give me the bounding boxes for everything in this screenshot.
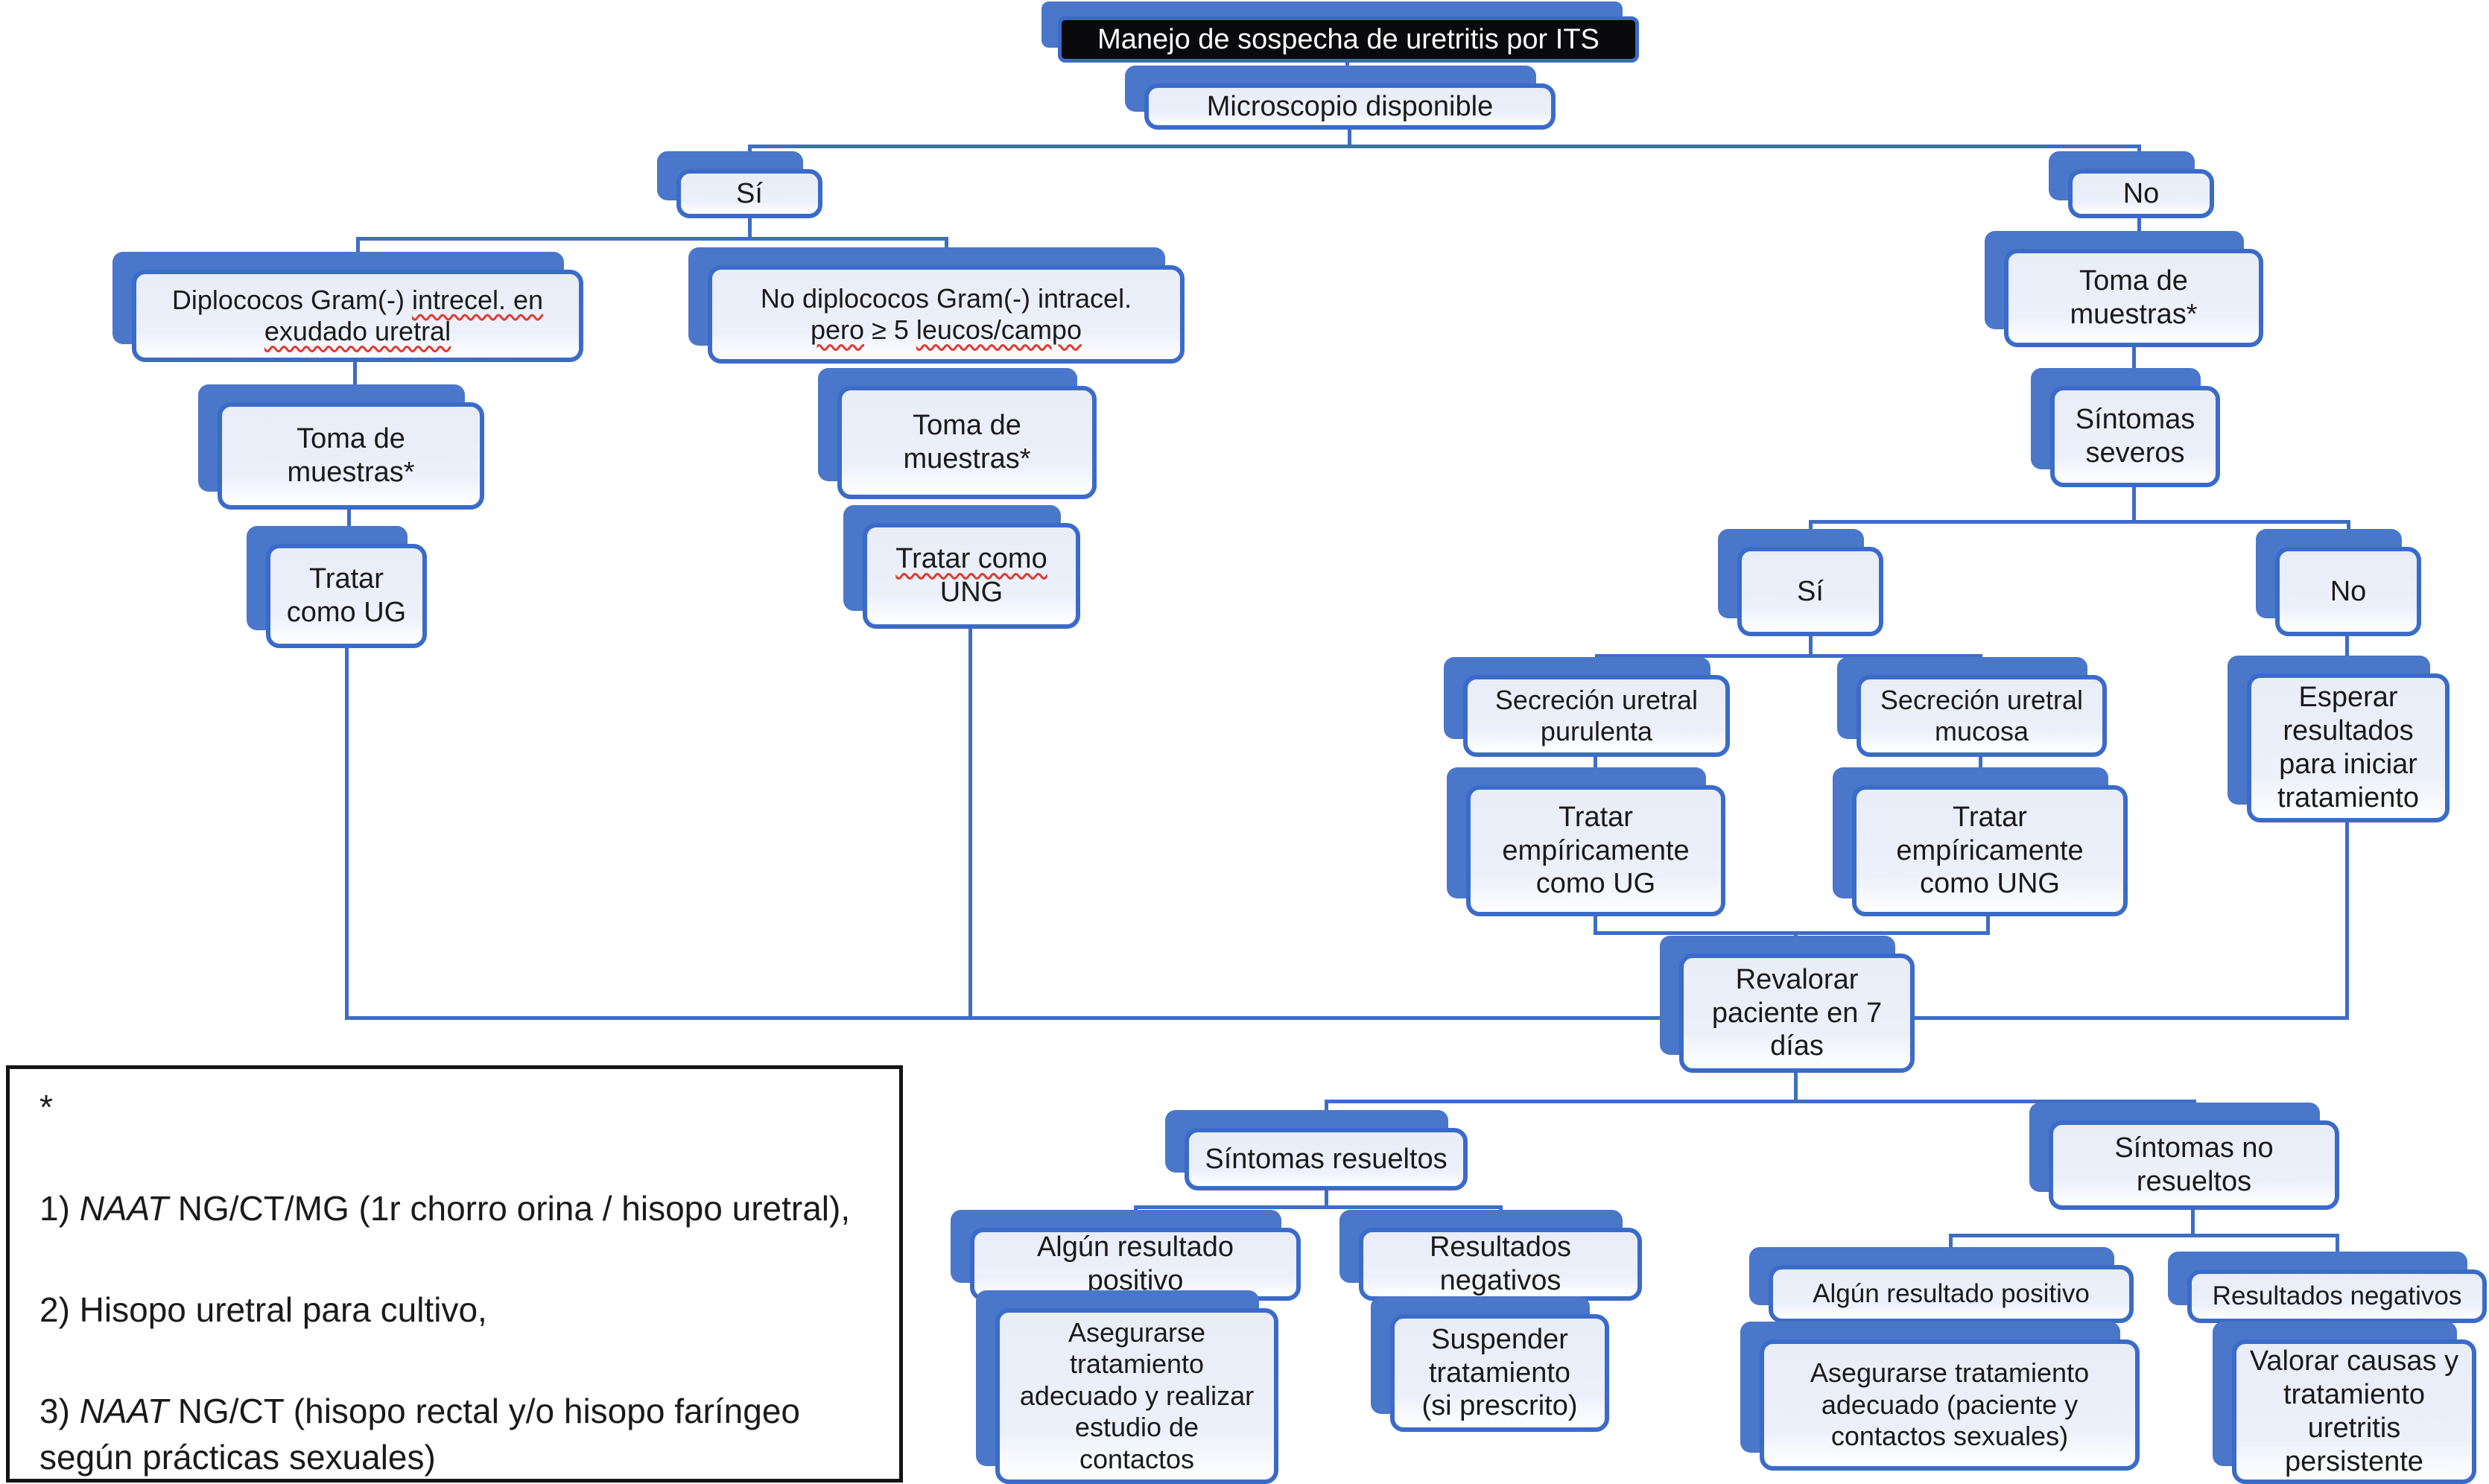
connector-line [1325, 1100, 2196, 1103]
node-secrecion-purulenta: Secreción uretral purulenta [1444, 657, 1730, 757]
footnote-box: * 1) NAAT NG/CT/MG (1r chorro orina / hi… [6, 1065, 903, 1483]
node-label: Revalorar paciente en 7 días [1711, 963, 1883, 1062]
node-label: Síntomas severos [2075, 404, 2195, 469]
node-algun-positivo-right: Algún resultado positivo [1749, 1247, 2134, 1323]
footnote-line-3: 3) NAAT NG/CT (hisopo rectal y/o hisopo … [39, 1392, 800, 1477]
node-algun-positivo-left: Algún resultado positivo [951, 1210, 1301, 1301]
connector-line [2191, 1208, 2195, 1237]
node-sintomas-resueltos: Síntomas resueltos [1165, 1110, 1468, 1190]
node-suspender-tratamiento: Suspender tratamiento (si prescrito) [1371, 1296, 1609, 1432]
node-sintomas-no-resueltos: Síntomas no resueltos [2029, 1103, 2339, 1210]
node-label: Microscopio disponible [1206, 90, 1494, 122]
node-label: Suspender tratamiento (si prescrito) [1421, 1323, 1578, 1422]
node-toma-muestras-left: Toma de muestras* [198, 384, 484, 510]
node-label: Asegurarse tratamiento adecuado (pacient… [1810, 1357, 2090, 1452]
node-label: Esperar resultados para iniciar tratamie… [2277, 682, 2420, 814]
node-tratar-ug: Tratar como UG [247, 526, 427, 648]
node-label: Asegurarse tratamiento adecuado y realiz… [1019, 1316, 1255, 1474]
node-label: Síntomas resueltos [1205, 1143, 1448, 1175]
connector-line [2132, 346, 2136, 387]
node-label: No diplococos Gram(-) intracel.pero ≥ 5 … [760, 282, 1132, 345]
connector-line [1986, 915, 1990, 934]
node-label: Toma de muestras* [903, 410, 1031, 475]
connector-line [2132, 486, 2136, 523]
node-label: Resultados negativos [1429, 1231, 1572, 1296]
node-label: Algún resultado positivo [1813, 1279, 2090, 1309]
node-no-top: No [2049, 151, 2214, 218]
connector-line [345, 647, 349, 1019]
connector-line [1595, 654, 1982, 658]
node-tratar-empirico-ung: Tratar empíricamente como UNG [1833, 767, 2128, 916]
node-microscopio-disponible: Microscopio disponible [1125, 66, 1556, 130]
node-revalorar: Revalorar paciente en 7 días [1660, 936, 1915, 1073]
node-si-severos: Sí [1718, 529, 1883, 636]
node-label: Tratar empíricamente como UG [1502, 801, 1690, 900]
node-label: Sí [736, 177, 763, 209]
node-si-left: Sí [657, 151, 822, 218]
node-label: Toma de muestras* [2070, 265, 2198, 330]
node-no-diplococos-gram: No diplococos Gram(-) intracel.pero ≥ 5 … [688, 247, 1185, 364]
node-label: Sí [1797, 575, 1824, 607]
connector-line [1913, 1016, 2349, 1020]
node-toma-muestras-right: Toma de muestras* [1985, 231, 2263, 347]
connector-line [968, 627, 972, 1019]
node-label: Tratar como UG [286, 563, 407, 628]
node-label: Algún resultado positivo [1036, 1231, 1234, 1296]
connector-line [353, 362, 357, 404]
node-resultados-negativos-left: Resultados negativos [1339, 1210, 1642, 1301]
node-label: No [2330, 575, 2367, 607]
footnote-line-2: 2) Hisopo uretral para cultivo, [39, 1290, 487, 1330]
node-no-severos: No [2256, 529, 2421, 636]
node-toma-muestras-mid: Toma de muestras* [818, 368, 1097, 499]
node-label: Toma de muestras* [287, 423, 415, 488]
connector-line [1949, 1234, 2339, 1237]
node-label: Resultados negativos [2212, 1281, 2462, 1311]
node-sintomas-severos: Síntomas severos [2031, 368, 2220, 487]
connector-line [356, 237, 948, 241]
node-label: Tratar empíricamente como UNG [1896, 801, 2084, 900]
node-title: Manejo de sospecha de uretritis por ITS [1041, 1, 1639, 63]
connector-line [1794, 1071, 1798, 1103]
node-label: Valorar causas y tratamiento uretritis p… [2249, 1345, 2459, 1477]
node-resultados-negativos-right: Resultados negativos [2168, 1252, 2487, 1323]
node-label: Secreción uretral purulenta [1494, 684, 1699, 746]
footnote-line-1: 1) NAAT NG/CT/MG (1r chorro orina / hiso… [39, 1189, 851, 1228]
connector-line [345, 1016, 1681, 1020]
node-valorar-causas: Valorar causas y tratamiento uretritis p… [2213, 1322, 2476, 1484]
node-esperar-resultados: Esperar resultados para iniciar tratamie… [2228, 656, 2450, 822]
connector-line [2345, 635, 2349, 675]
node-label: Secreción uretral mucosa [1880, 684, 2084, 746]
node-label: No [2122, 177, 2160, 209]
connector-line [1809, 520, 2350, 524]
connector-line [748, 217, 752, 239]
node-secrecion-mucosa: Secreción uretral mucosa [1837, 657, 2107, 757]
connector-line [1134, 1205, 1503, 1209]
node-asegurarse-right: Asegurarse tratamiento adecuado (pacient… [1740, 1322, 2140, 1471]
footnote-asterisk: * [39, 1088, 53, 1126]
connector-line [1594, 915, 1597, 934]
connector-line [1348, 130, 1351, 146]
connector-line [1809, 635, 1813, 657]
node-label: Manejo de sospecha de uretritis por ITS [1097, 23, 1599, 55]
node-label: Síntomas no resueltos [2114, 1132, 2274, 1197]
connector-line [2345, 821, 2349, 1018]
connector-line [1594, 931, 1990, 935]
node-asegurarse-left: Asegurarse tratamiento adecuado y realiz… [976, 1290, 1278, 1484]
node-tratar-empirico-ug: Tratar empíricamente como UG [1447, 767, 1725, 916]
connector-line [1325, 1189, 1328, 1208]
connector-line [748, 145, 2141, 148]
